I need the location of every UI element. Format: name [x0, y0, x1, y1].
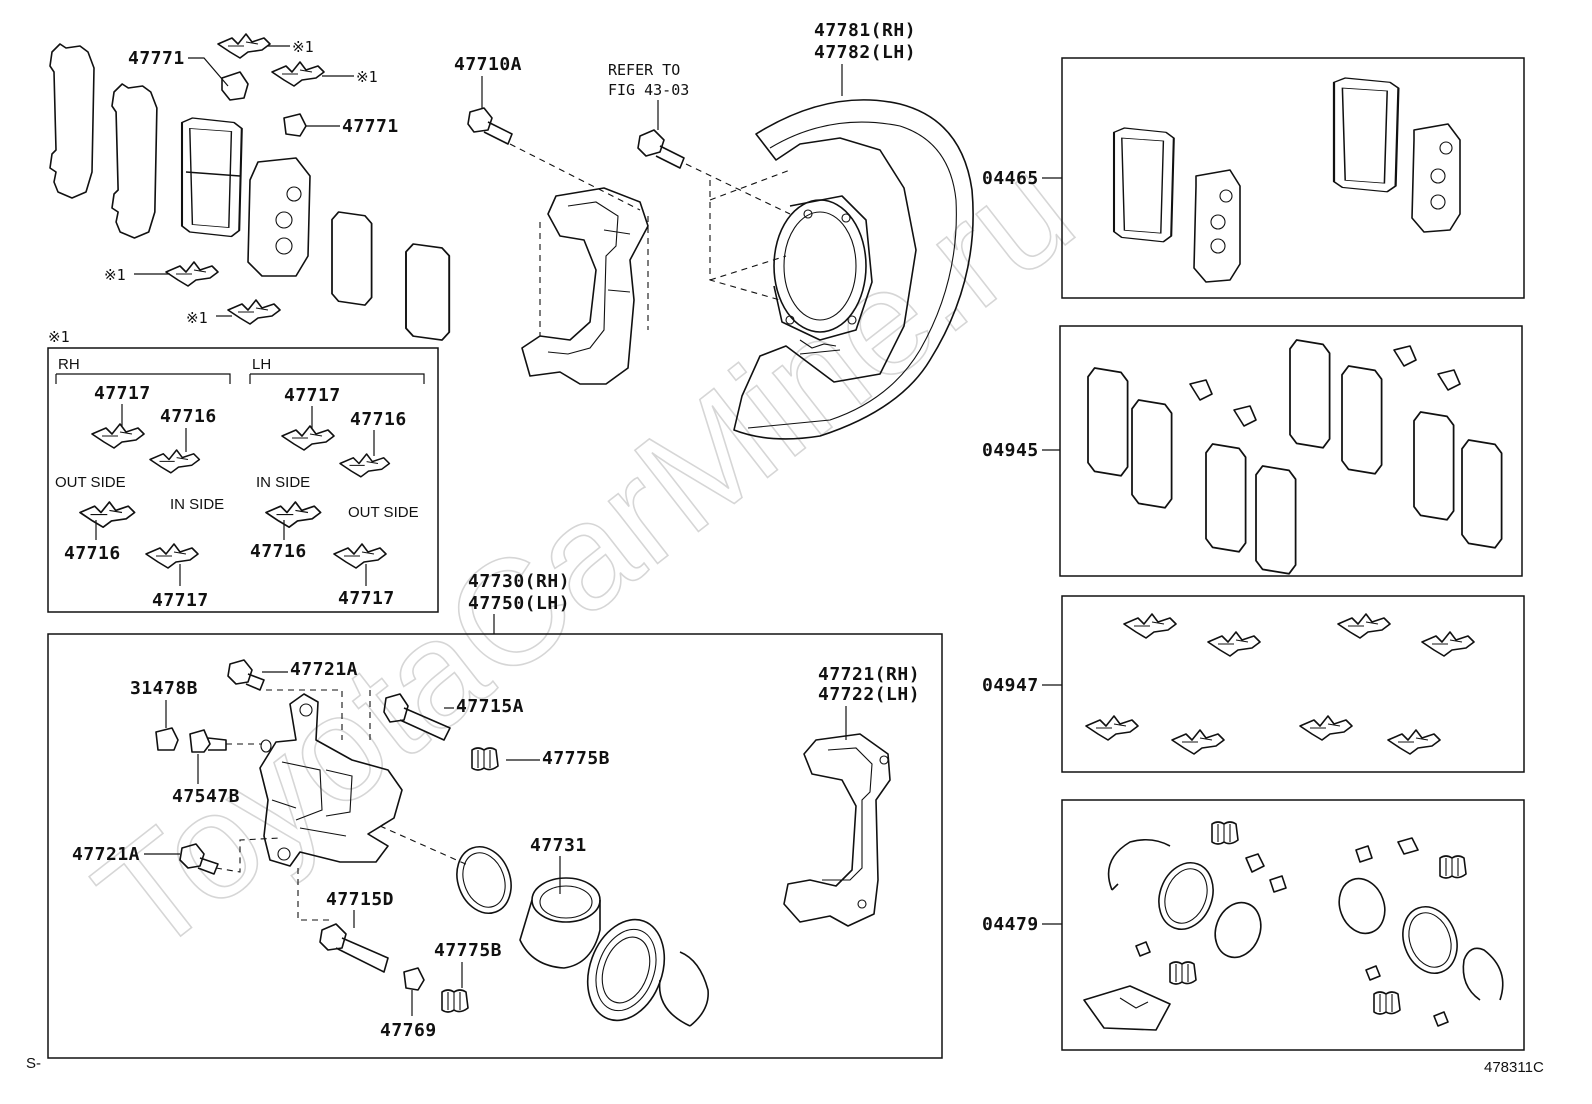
label-47775b-bottom: 47775B	[434, 940, 502, 961]
label-shield-lh: 47782(LH)	[814, 42, 916, 63]
label-47731: 47731	[530, 835, 587, 856]
kit-04465-box	[1061, 57, 1525, 299]
label-47771-top: 47771	[128, 48, 185, 69]
inset-lh-out-side: OUT SIDE	[348, 504, 419, 521]
retaining-clip	[679, 951, 709, 1027]
bleeder-47547b	[189, 729, 227, 753]
inset-lh: LH	[252, 356, 271, 373]
pin-47715d	[319, 923, 389, 973]
label-47771-mid: 47771	[342, 116, 399, 137]
corner-mark: S-	[26, 1055, 41, 1072]
kit-04945-box	[1059, 325, 1523, 577]
label-31478b: 31478B	[130, 678, 198, 699]
caliper-assembly-box	[47, 633, 943, 1059]
bolt-47721a-top	[227, 659, 265, 691]
shim-47771-mid	[283, 113, 307, 137]
label-47721a-left: 47721A	[72, 844, 140, 865]
inset-rh-47717-bottom: 47717	[152, 590, 209, 611]
ref-mark-4: ※1	[186, 309, 208, 327]
kit-04947-clips	[1085, 613, 1475, 755]
label-47715d: 47715D	[326, 889, 394, 910]
inset-rh-out-side: OUT SIDE	[55, 474, 126, 491]
label-04945: 04945	[982, 440, 1039, 461]
inset-rh-in-side: IN SIDE	[170, 496, 224, 513]
dust-shield	[733, 99, 974, 440]
label-04947: 04947	[982, 675, 1039, 696]
label-47710a: 47710A	[454, 54, 522, 75]
label-caliper-lh: 47750(LH)	[468, 593, 570, 614]
inset-rh-47716-top: 47716	[160, 406, 217, 427]
kit-04945-shims	[1087, 339, 1503, 575]
label-47775b-top: 47775B	[542, 748, 610, 769]
pin-47715a	[383, 693, 451, 741]
inset-rh-47717-top: 47717	[94, 383, 151, 404]
pad-backing-plate	[247, 157, 311, 277]
label-47715a: 47715A	[456, 696, 524, 717]
caliper-body	[259, 693, 403, 867]
ref-mark-2: ※1	[356, 68, 378, 86]
piston-47731	[519, 877, 601, 969]
watermark-text: ToyotaCarMine.ru	[66, 124, 1102, 985]
label-mount-rh: 47721(RH)	[818, 664, 920, 685]
inset-rh: RH	[58, 356, 80, 373]
label-mount-lh: 47722(LH)	[818, 684, 920, 705]
inset-title: ※1	[48, 328, 70, 346]
label-47769: 47769	[380, 1020, 437, 1041]
inset-rh-47716-bottom: 47716	[64, 543, 121, 564]
kit-04479-box	[1061, 799, 1525, 1051]
bolt-47721a-left	[179, 843, 219, 875]
pad-assembly-exploded	[49, 33, 451, 342]
mounting-bracket-top	[521, 187, 649, 385]
bush-47769	[403, 967, 425, 991]
mounting-bracket	[783, 733, 891, 927]
bolt-47710a	[467, 107, 513, 145]
kit-04479-seals	[1083, 821, 1504, 1031]
watermark: ToyotaCarMine.ru	[65, 123, 1103, 986]
label-47721a-top: 47721A	[290, 659, 358, 680]
label-shield-rh: 47781(RH)	[814, 20, 916, 41]
refer-line-2: FIG 43-03	[608, 81, 689, 99]
shim-47771-top	[221, 71, 249, 101]
refer-line-1: REFER TO	[608, 61, 680, 79]
ref-mark-1: ※1	[292, 38, 314, 56]
cap-31478b	[155, 727, 179, 751]
inset-lh-47717-bottom: 47717	[338, 588, 395, 609]
inset-lh-in-side: IN SIDE	[256, 474, 310, 491]
ref-mark-3: ※1	[104, 266, 126, 284]
label-47547b: 47547B	[172, 786, 240, 807]
label-04479: 04479	[982, 914, 1039, 935]
kit-04465-pads	[1112, 76, 1461, 283]
figure-code: 478311C	[1484, 1059, 1544, 1076]
kit-04947-box	[1061, 595, 1525, 773]
bolt-refer-fig	[637, 129, 685, 169]
inset-lh-47717-top: 47717	[284, 385, 341, 406]
label-04465: 04465	[982, 168, 1039, 189]
inset-box	[47, 347, 439, 613]
inset-lh-47716-bottom: 47716	[250, 541, 307, 562]
piston-seal-ring	[586, 918, 666, 1022]
inset-lh-47716-top: 47716	[350, 409, 407, 430]
label-caliper-rh: 47730(RH)	[468, 571, 570, 592]
